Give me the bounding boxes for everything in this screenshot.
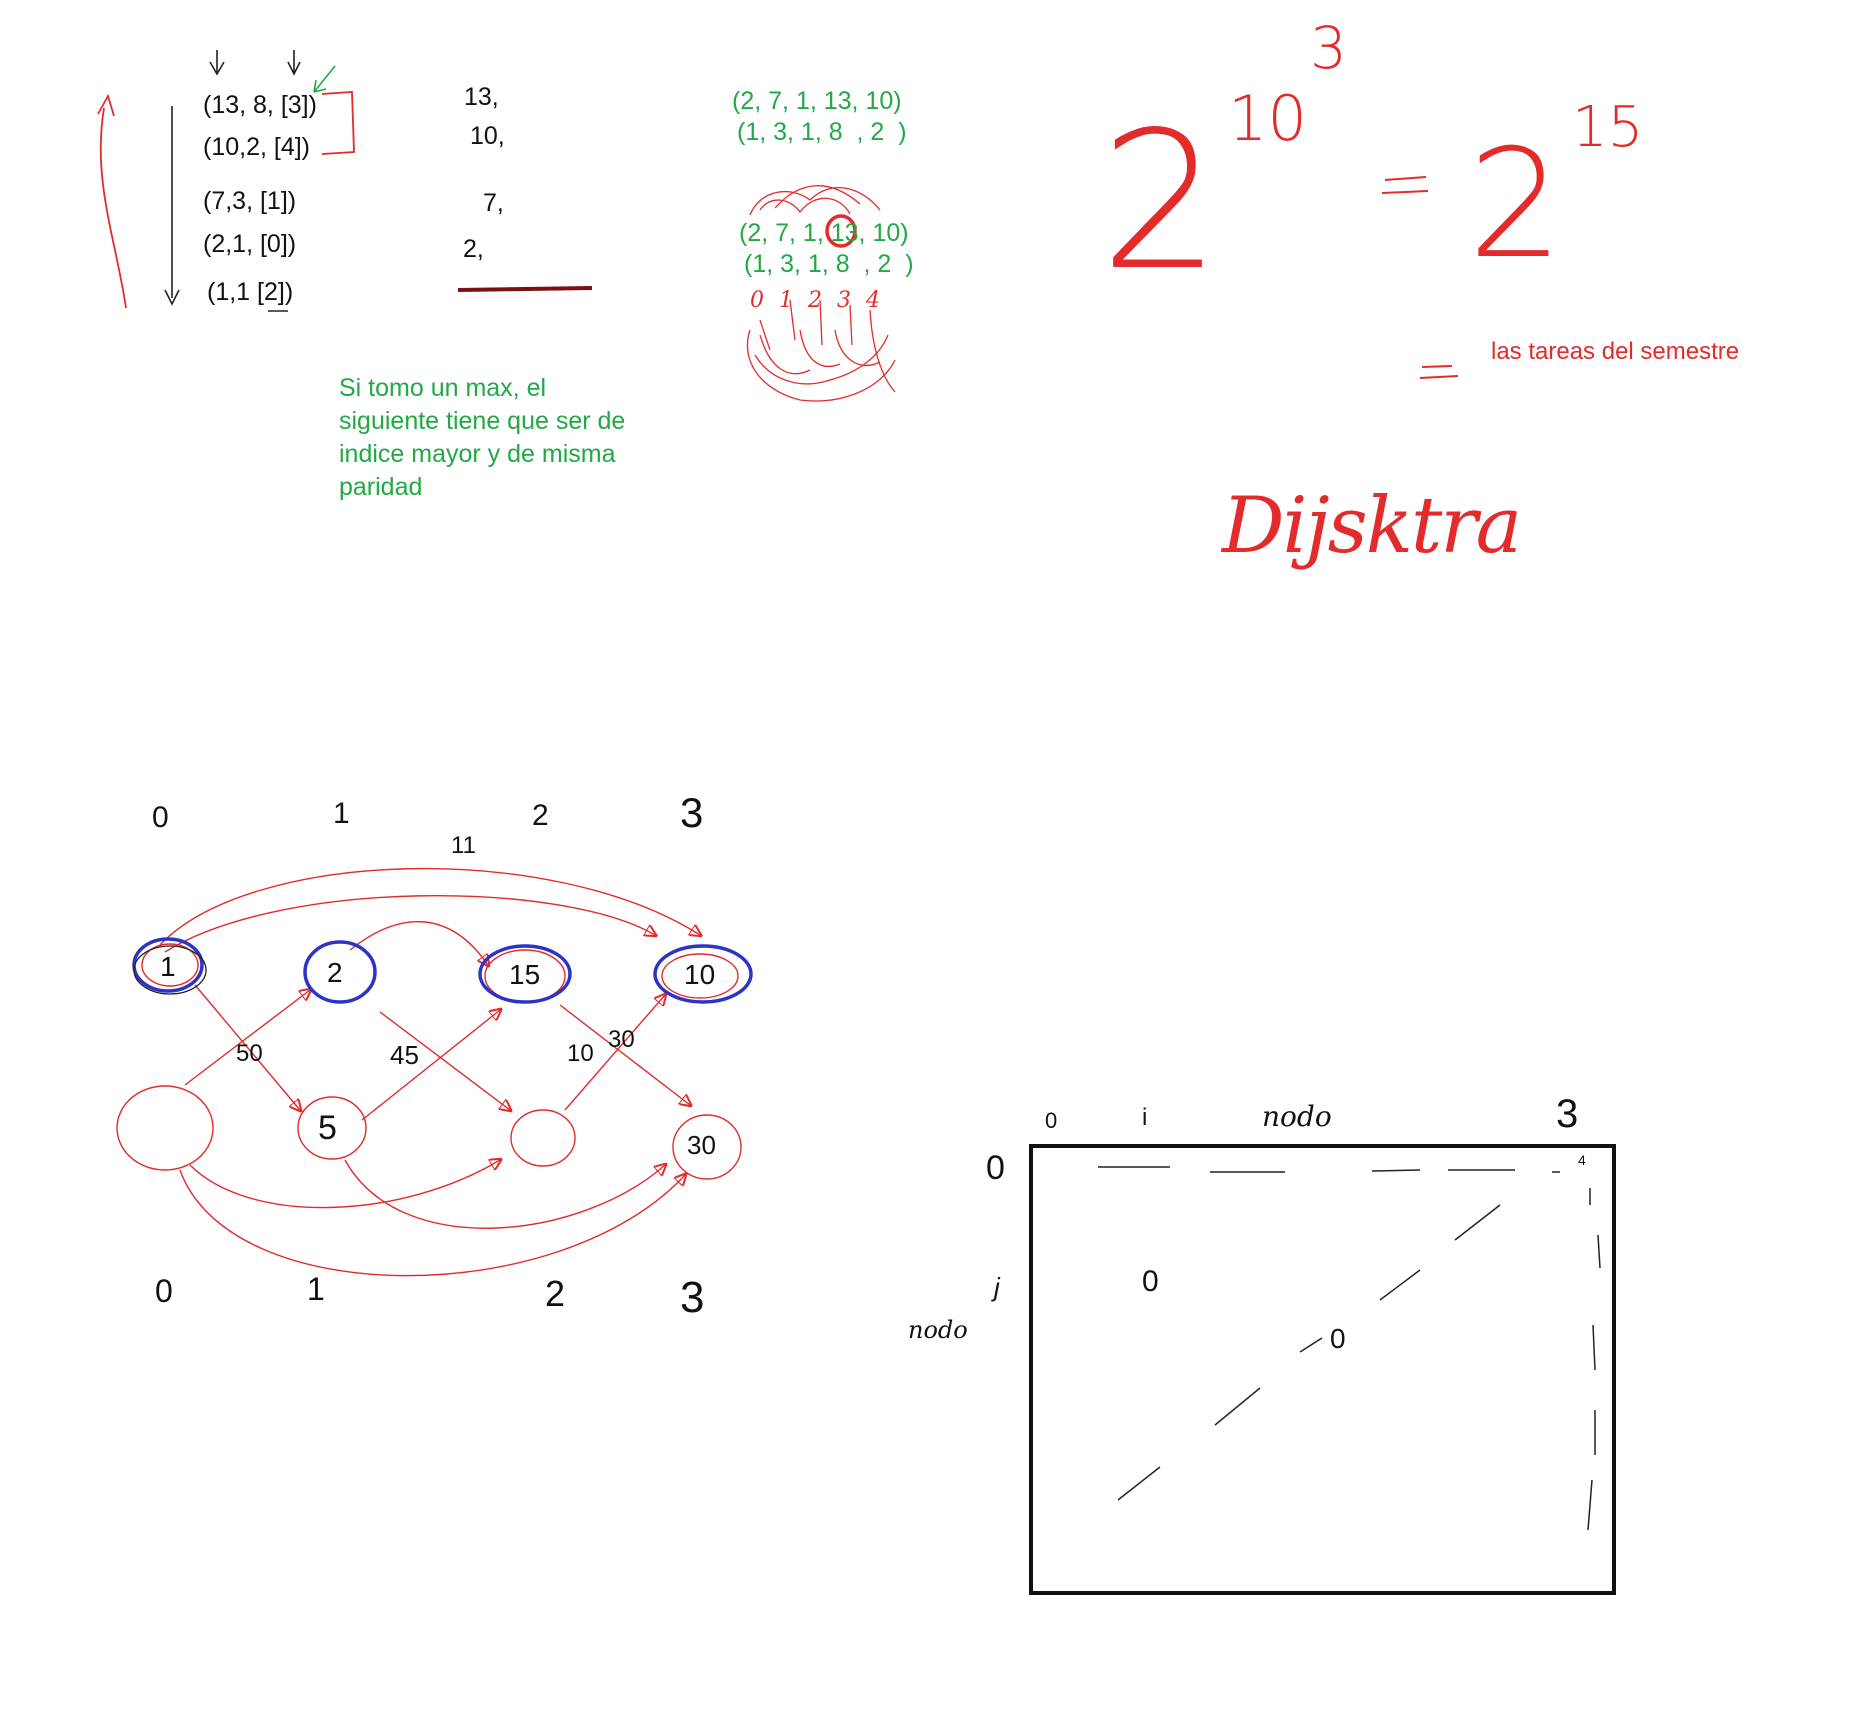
- formula-caption: las tareas del semestre: [1491, 338, 1740, 365]
- node-2-label: 2: [327, 957, 343, 988]
- node-10: [653, 944, 753, 1004]
- edge-15-30: [559, 1004, 690, 1105]
- formula: [1381, 176, 1459, 379]
- max-value-1: 13,: [464, 83, 499, 111]
- edge-label-10: 10: [567, 1040, 594, 1067]
- column-arrow-2: [287, 50, 301, 76]
- node-5-label: 5: [318, 1109, 337, 1147]
- edge-5-30: [344, 1159, 665, 1229]
- matrix-diagonal-zero-1: 0: [1142, 1265, 1159, 1298]
- matrix-diagonal-zero-2: 0: [1330, 1323, 1346, 1354]
- graph-top-col-2: 2: [532, 799, 549, 832]
- matrix-row-label-nodo: nodo: [908, 1316, 968, 1344]
- graph-top-col-3: 3: [680, 789, 704, 836]
- edge-node2-10: [564, 995, 665, 1111]
- matrix-col-label-0: 0: [1045, 1108, 1058, 1133]
- array-bottom-values: (2, 7, 1, 13, 10): [739, 219, 909, 247]
- red-up-arrow: [97, 93, 127, 309]
- matrix-col-label-i: i: [1142, 1104, 1148, 1131]
- formula-base-left: 2: [1100, 91, 1221, 312]
- max-value-4: 2,: [463, 235, 484, 263]
- graph-top-col-0: 0: [152, 801, 169, 834]
- matrix-diagonal: [1117, 1204, 1501, 1501]
- node-bottom-2: [510, 1109, 576, 1167]
- array-scribbles: [746, 185, 896, 402]
- node-source: [116, 1085, 214, 1171]
- node-30: [672, 1114, 742, 1180]
- formula-exp-right: 15: [1572, 95, 1644, 160]
- array-bottom-parity: (1, 3, 1, 8 , 2 ): [744, 250, 914, 278]
- black-down-arrow: [164, 106, 180, 306]
- edge-arc-1-10-upper: [159, 867, 700, 946]
- graph-bottom-col-0: 0: [155, 1273, 173, 1309]
- matrix-right-col-dashes: [1587, 1188, 1601, 1531]
- matrix-col-label-3: 3: [1556, 1092, 1579, 1136]
- edge-label-50: 50: [236, 1040, 263, 1067]
- edge-label-11: 11: [451, 832, 476, 859]
- node-15-label: 15: [509, 959, 541, 990]
- graph-bottom-col-3: 3: [680, 1273, 705, 1322]
- formula-base-right: 2: [1468, 118, 1564, 292]
- tuple-sketch: [97, 50, 593, 312]
- edge-label-30: 30: [608, 1026, 635, 1053]
- column-arrow-1: [209, 50, 225, 76]
- formula-exp-left: 10: [1228, 82, 1307, 155]
- highlight-circle: [825, 214, 857, 248]
- array-indices: 0 1 2 3 4: [750, 288, 884, 313]
- node-1-label: 1: [160, 951, 176, 982]
- green-pointer: [313, 65, 336, 93]
- node-10-label: 10: [684, 959, 716, 990]
- matrix: [1029, 1144, 1616, 1595]
- array-top-values: (2, 7, 1, 13, 10): [732, 87, 902, 115]
- tuple-row-1: (13, 8, [3]): [203, 91, 317, 119]
- formula-exp-left-power: 3: [1310, 14, 1347, 82]
- edge-2-node2: [379, 1011, 510, 1110]
- tuple-row-2: (10,2, [4]): [203, 133, 310, 161]
- array-top-parity: (1, 3, 1, 8 , 2 ): [737, 118, 907, 146]
- matrix-row-label-0: 0: [986, 1149, 1005, 1187]
- edge-src-node2: [189, 1160, 500, 1209]
- node-30-label: 30: [687, 1130, 716, 1160]
- graph-top-col-1: 1: [333, 797, 350, 830]
- node-1: [132, 937, 204, 993]
- red-bracket: [321, 91, 355, 155]
- node-5: [297, 1096, 367, 1160]
- matrix-row-label-j: j: [994, 1272, 1000, 1302]
- matrix-top-row-dashes: [1098, 1166, 1560, 1173]
- tuple-row-5: (1,1 [2]): [207, 278, 294, 306]
- node-15: [478, 944, 572, 1004]
- equals-mark-1: [1381, 176, 1429, 194]
- node-2: [303, 940, 377, 1004]
- parity-note: Si tomo un max, el siguiente tiene que s…: [339, 374, 626, 501]
- edge-5-15: [361, 1010, 500, 1121]
- maxima-underline: [457, 286, 593, 292]
- edge-arc-1-10: [164, 894, 655, 953]
- max-value-2: 10,: [470, 122, 505, 150]
- graph-top-nodes: [132, 937, 753, 1004]
- max-value-3: 7,: [483, 189, 504, 217]
- edge-2-15: [349, 921, 488, 965]
- matrix-frame: [1029, 1144, 1616, 1595]
- graph: [116, 867, 742, 1277]
- tuple-row-4: (2,1, [0]): [203, 230, 297, 258]
- algorithm-name: Dijsktra: [1222, 481, 1522, 571]
- graph-bottom-col-1: 1: [307, 1271, 325, 1307]
- edge-src-30: [179, 1169, 685, 1277]
- edge-src-2: [184, 990, 310, 1086]
- matrix-col-label-nodo: nodo: [1262, 1100, 1332, 1133]
- edge-1-5: [194, 984, 300, 1110]
- equals-mark-2: [1419, 365, 1459, 379]
- graph-bottom-col-2: 2: [545, 1273, 566, 1314]
- matrix-corner-mark: 4: [1578, 1152, 1586, 1168]
- edge-label-45: 45: [390, 1040, 419, 1070]
- tuple-row-3: (7,3, [1]): [203, 187, 297, 215]
